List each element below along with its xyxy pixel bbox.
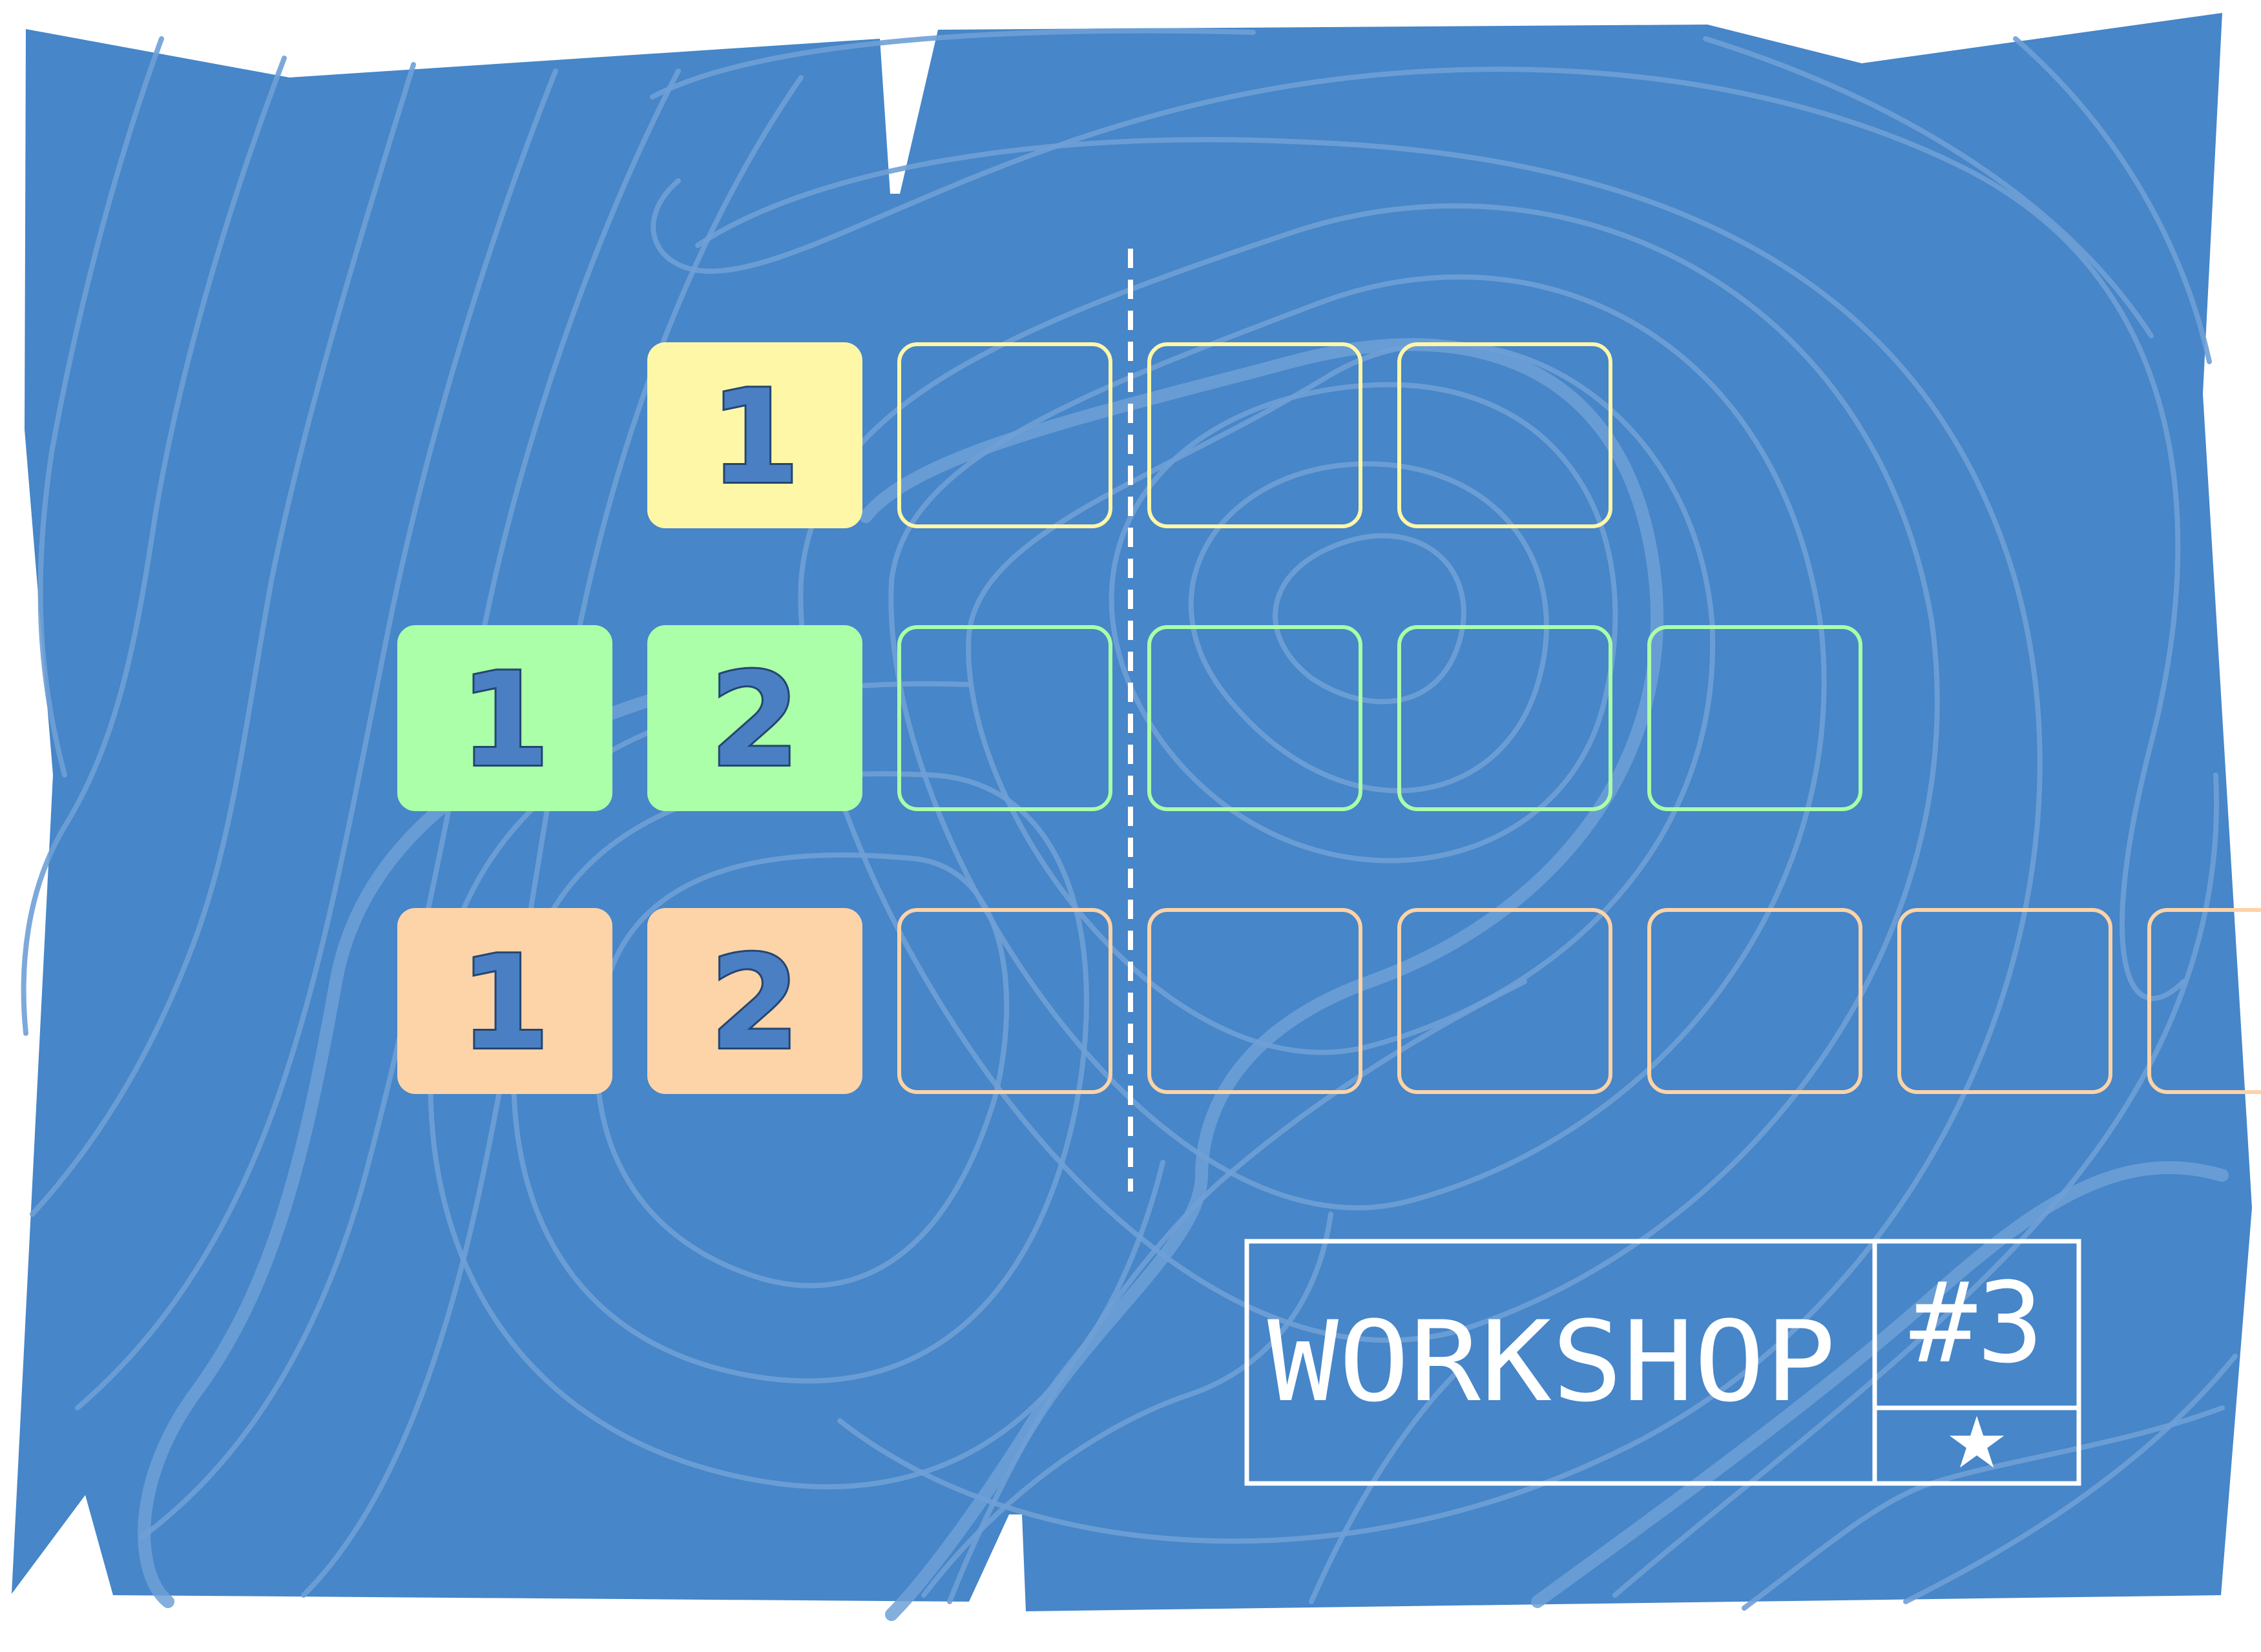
tile-number: 2	[710, 928, 800, 1079]
tile-number: 2	[710, 645, 800, 796]
empty-tile	[1647, 625, 1862, 811]
filled-tile	[647, 342, 862, 528]
contour-line	[140, 68, 681, 1540]
contour-line	[888, 274, 1827, 1211]
empty-tile	[1897, 908, 2112, 1094]
empty-tile	[897, 342, 1112, 528]
tile-number: 1	[710, 362, 800, 513]
filled-tile	[647, 908, 862, 1094]
empty-tile	[897, 908, 1112, 1094]
contour-line	[1903, 1354, 2238, 1604]
contour-line	[2013, 36, 2212, 364]
contour-line	[1109, 382, 1618, 863]
filled-tile	[397, 908, 612, 1094]
contour-line	[1703, 36, 2154, 338]
contour-line	[859, 338, 1664, 1621]
filled-tile	[397, 625, 612, 811]
contour-line	[798, 203, 1940, 1343]
contour-line	[75, 68, 558, 1410]
contour-line	[594, 852, 1010, 1288]
empty-tile	[1397, 908, 1612, 1094]
empty-tile	[1147, 342, 1362, 528]
empty-tile	[897, 625, 1112, 811]
tile-number: 1	[460, 928, 550, 1079]
contour-line	[37, 36, 164, 778]
empty-tile	[1147, 625, 1362, 811]
contour-line	[21, 56, 287, 1036]
contour-line	[650, 28, 1256, 99]
contour-line	[511, 771, 1089, 1384]
badge-frame	[1244, 1239, 2081, 1486]
workshop-badge	[1244, 1239, 2081, 1486]
badge-title: WORKSHOP	[1267, 1297, 1836, 1427]
contour-line	[651, 67, 2186, 1001]
contour-line	[921, 1212, 1333, 1598]
empty-tile	[2147, 908, 2261, 1094]
topographic-contours	[21, 28, 2238, 1611]
star-icon: ★	[1945, 1401, 2009, 1484]
contour-line	[1531, 1161, 2229, 1608]
empty-tile	[1397, 342, 1612, 528]
contour-line	[966, 341, 1716, 1055]
tile-number: 1	[460, 645, 550, 796]
badge-number: #3	[1910, 1258, 2043, 1388]
tile-grid: 1 1 2 1 2	[397, 342, 2261, 1094]
contour-line	[695, 137, 2043, 1544]
empty-tile	[1147, 908, 1362, 1094]
contour-line	[1309, 1367, 1463, 1604]
contour-line	[30, 62, 416, 1217]
filled-tile	[647, 625, 862, 811]
empty-tile	[1397, 625, 1612, 811]
empty-tile	[1647, 908, 1862, 1094]
